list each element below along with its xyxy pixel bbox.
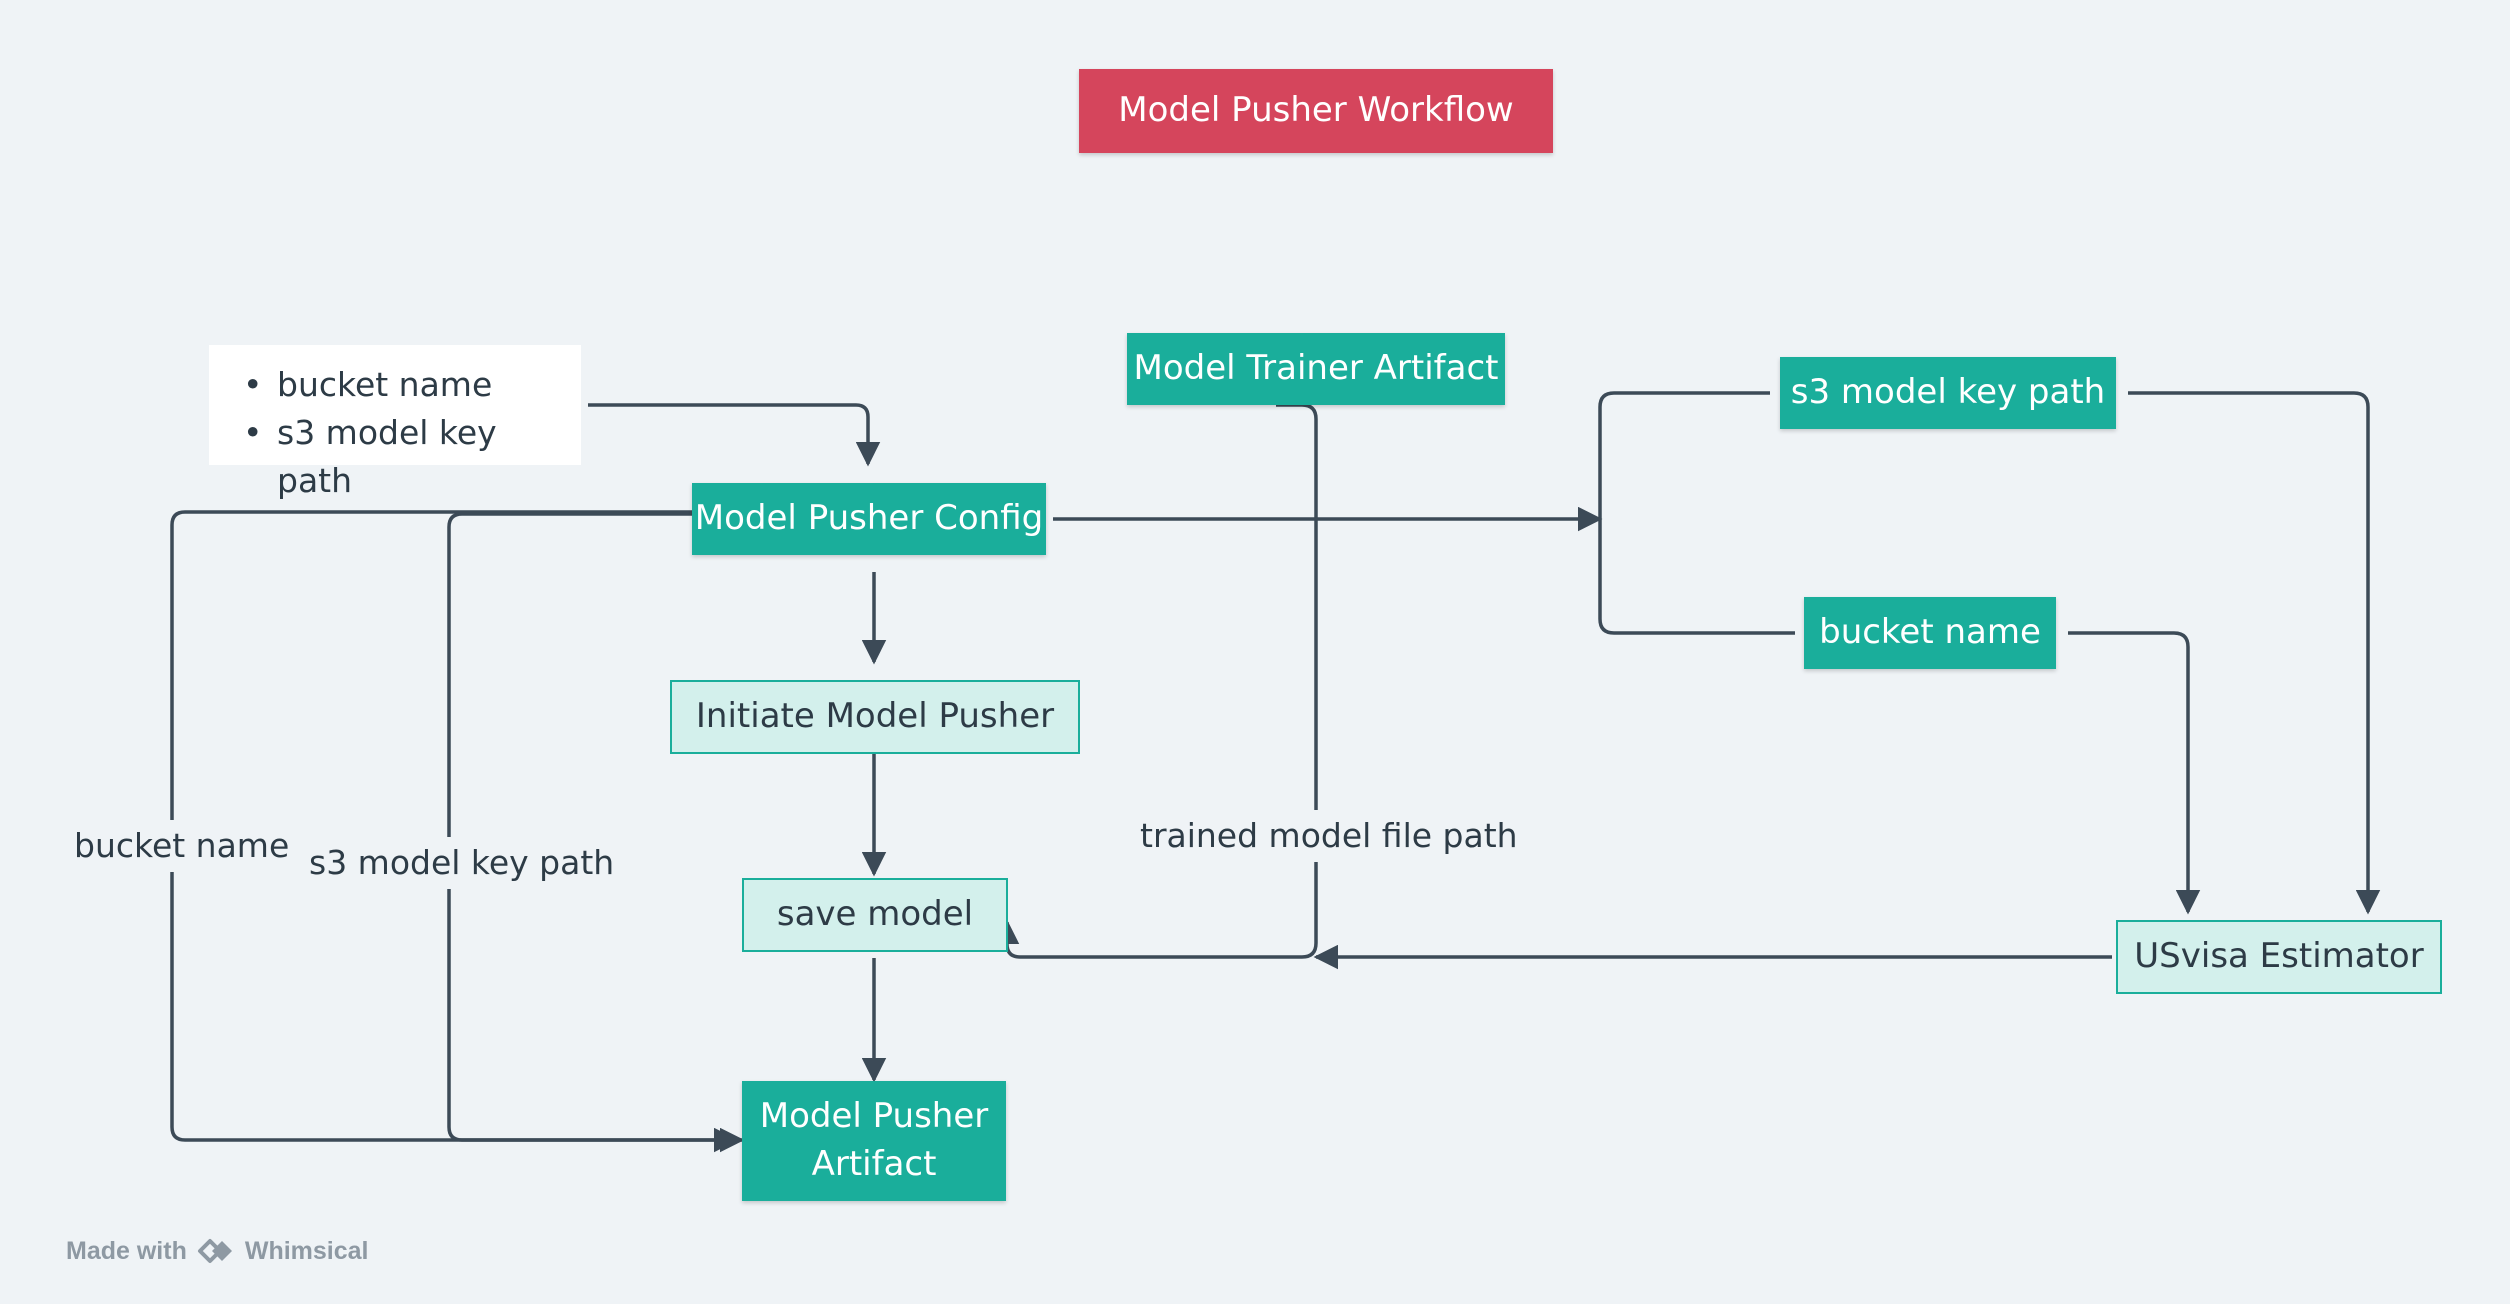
whimsical-logo-icon <box>197 1234 235 1268</box>
edge-label-trained-model-file-path: trained model file path <box>1132 810 1526 862</box>
edge-s3-to-estimator <box>2128 391 2381 915</box>
diagram-title: Model Pusher Workflow <box>1079 69 1553 153</box>
node-model-trainer-artifact[interactable]: Model Trainer Artifact <box>1127 333 1505 405</box>
note-item-bucket-name: bucket name <box>239 361 561 409</box>
node-model-pusher-artifact[interactable]: Model Pusher Artifact <box>742 1081 1006 1201</box>
note-item-s3-key-path: s3 model key path <box>239 409 561 505</box>
node-initiate-model-pusher-label: Initiate Model Pusher <box>695 696 1055 737</box>
node-usvisa-estimator-label: USvisa Estimator <box>2134 936 2424 977</box>
edge-label-left-bucket-name: bucket name <box>66 820 298 872</box>
config-fields-list: bucket name s3 model key path <box>239 361 561 505</box>
node-bucket-name[interactable]: bucket name <box>1804 597 2056 669</box>
node-s3-model-key-path-label: s3 model key path <box>1790 372 2106 413</box>
edge-trainer-to-save <box>994 403 1318 959</box>
node-model-pusher-artifact-label: Model Pusher Artifact <box>759 1096 989 1184</box>
node-save-model[interactable]: save model <box>742 878 1008 952</box>
config-fields-note: bucket name s3 model key path <box>209 345 581 500</box>
whimsical-badge[interactable]: Made with Whimsical <box>66 1234 369 1268</box>
node-usvisa-estimator[interactable]: USvisa Estimator <box>2116 920 2442 994</box>
edge-config-s3-to-artifact <box>447 512 739 1153</box>
edge-bucket-to-estimator <box>2068 631 2201 915</box>
node-initiate-model-pusher[interactable]: Initiate Model Pusher <box>670 680 1080 754</box>
edge-bucket-to-hub <box>1598 519 1795 635</box>
node-model-pusher-config-label: Model Pusher Config <box>694 498 1044 539</box>
diagram-title-text: Model Pusher Workflow <box>1118 90 1514 131</box>
made-with-text: Made with <box>66 1236 187 1265</box>
edge-s3-to-hub <box>1598 391 1770 519</box>
whimsical-brand-text: Whimsical <box>244 1236 369 1265</box>
node-bucket-name-label: bucket name <box>1819 612 2041 653</box>
node-s3-model-key-path[interactable]: s3 model key path <box>1780 357 2116 429</box>
node-model-pusher-config[interactable]: Model Pusher Config <box>692 483 1046 555</box>
node-model-trainer-artifact-label: Model Trainer Artifact <box>1133 348 1499 389</box>
edge-note-to-config <box>588 403 881 467</box>
node-save-model-label: save model <box>776 894 974 935</box>
edge-label-left-s3-model-key-path: s3 model key path <box>301 837 623 889</box>
